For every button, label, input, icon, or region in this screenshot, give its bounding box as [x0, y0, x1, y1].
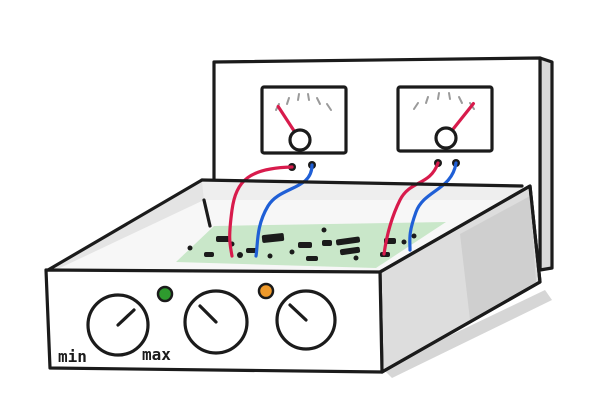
left-knob-pointer	[116, 308, 136, 327]
left-meter-pivot	[288, 128, 312, 152]
right-meter	[396, 85, 494, 153]
right-knob[interactable]	[275, 289, 337, 351]
right-meter-face	[396, 85, 494, 153]
middle-knob-pointer	[198, 304, 218, 324]
right-knob-pointer	[288, 303, 308, 322]
orange-indicator-light	[257, 282, 275, 300]
floor-shadow	[382, 290, 552, 378]
right-meter-scale	[413, 92, 475, 110]
middle-knob[interactable]	[183, 289, 249, 355]
min-label: min	[58, 347, 87, 366]
left-knob[interactable]	[86, 293, 150, 357]
box-right-side-shading	[460, 196, 536, 320]
green-indicator-light	[156, 285, 174, 303]
right-red-wire	[382, 161, 440, 256]
left-meter	[260, 85, 348, 155]
box-rim-left	[46, 178, 204, 272]
left-meter-face	[260, 85, 348, 155]
left-blue-wire	[254, 163, 314, 258]
right-meter-pivot	[434, 126, 458, 150]
meter-panel-side	[538, 56, 554, 272]
right-blue-wire	[408, 161, 458, 252]
box-rim-back	[200, 178, 524, 188]
box-rim-inner-back	[202, 198, 212, 228]
box-right-side-outline	[378, 184, 542, 374]
left-meter-scale	[275, 93, 332, 111]
left-red-wire	[228, 165, 294, 258]
wires	[228, 161, 458, 258]
max-label: max	[142, 345, 171, 364]
